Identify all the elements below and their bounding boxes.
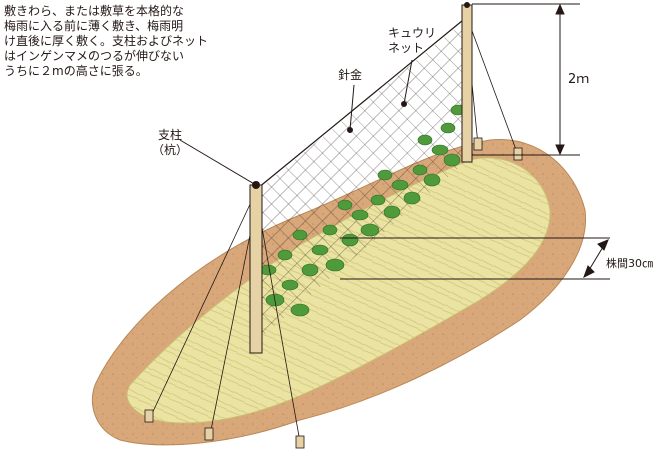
intro-line: け直後に厚く敷く。支柱およびネット: [4, 34, 209, 48]
intro-line: はインゲンマメのつるが伸びない: [4, 49, 185, 63]
intro-line: 梅雨に入る前に薄く敷き、梅雨明: [4, 19, 184, 33]
wire-label: 針金: [338, 68, 363, 82]
height-dimension: [472, 3, 580, 156]
net-label-line1: キュウリ: [388, 26, 437, 40]
ground-stakes: [144, 137, 523, 449]
height-label: 2ｍ: [568, 72, 590, 87]
post-label-line1: 支柱: [158, 128, 183, 142]
post-label: 支柱 （杭）: [152, 128, 188, 158]
intro-line: 敷きわら、または敷草を本格的な: [4, 4, 185, 18]
leader-lines: [179, 59, 413, 186]
top-wire: [257, 15, 469, 189]
spacing-dimension: [340, 237, 610, 280]
intro-text: 敷きわら、または敷草を本格的な 梅雨に入る前に薄く敷き、梅雨明 け直後に厚く敷く…: [4, 4, 214, 79]
intro-line: うちに２mの高さに張る。: [4, 64, 148, 78]
bean-plants: [259, 104, 466, 317]
net-label: キュウリ ネット: [388, 26, 436, 56]
cucumber-net: [258, 18, 468, 340]
back-post: [461, 4, 473, 163]
front-post: [249, 184, 263, 354]
spacing-label: 株間30㎝: [606, 257, 653, 270]
post-label-line2: （杭）: [152, 143, 189, 157]
net-label-line2: ネット: [388, 41, 425, 55]
